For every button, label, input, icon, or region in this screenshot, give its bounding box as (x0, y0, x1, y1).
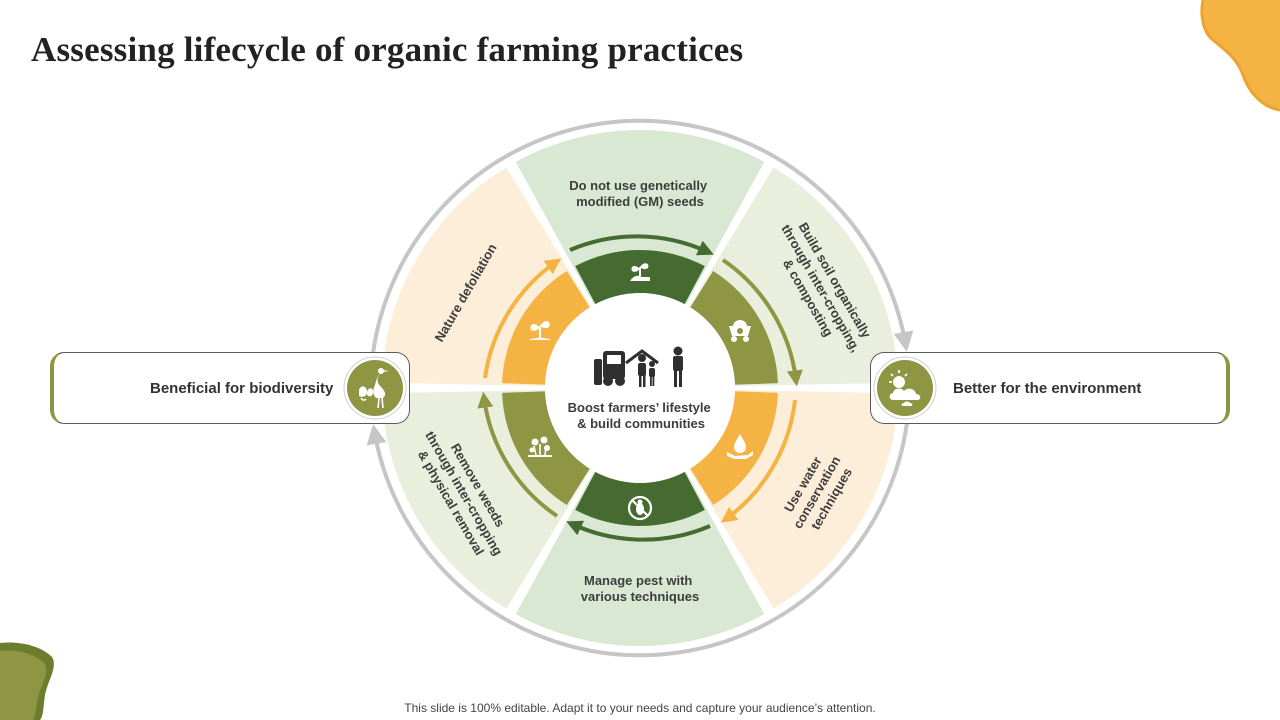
footer-note: This slide is 100% editable. Adapt it to… (0, 701, 1280, 715)
segment-text-pest: Manage pest with various techniques (581, 573, 699, 604)
bird-butterfly-icon (343, 356, 407, 420)
center-line-1: Boost farmers’ lifestyle (568, 400, 711, 415)
sun-cloud-icon (873, 356, 937, 420)
left-box-label: Beneficial for biodiversity (150, 380, 333, 397)
center-text: Boost farmers’ lifestyle & build communi… (568, 400, 715, 431)
right-box-label: Better for the environment (953, 380, 1141, 397)
center-circle (545, 293, 735, 483)
center-line-2: & build communities (577, 416, 705, 431)
segment-text-gm-seeds: Do not use genetically modified (GM) see… (569, 178, 711, 209)
